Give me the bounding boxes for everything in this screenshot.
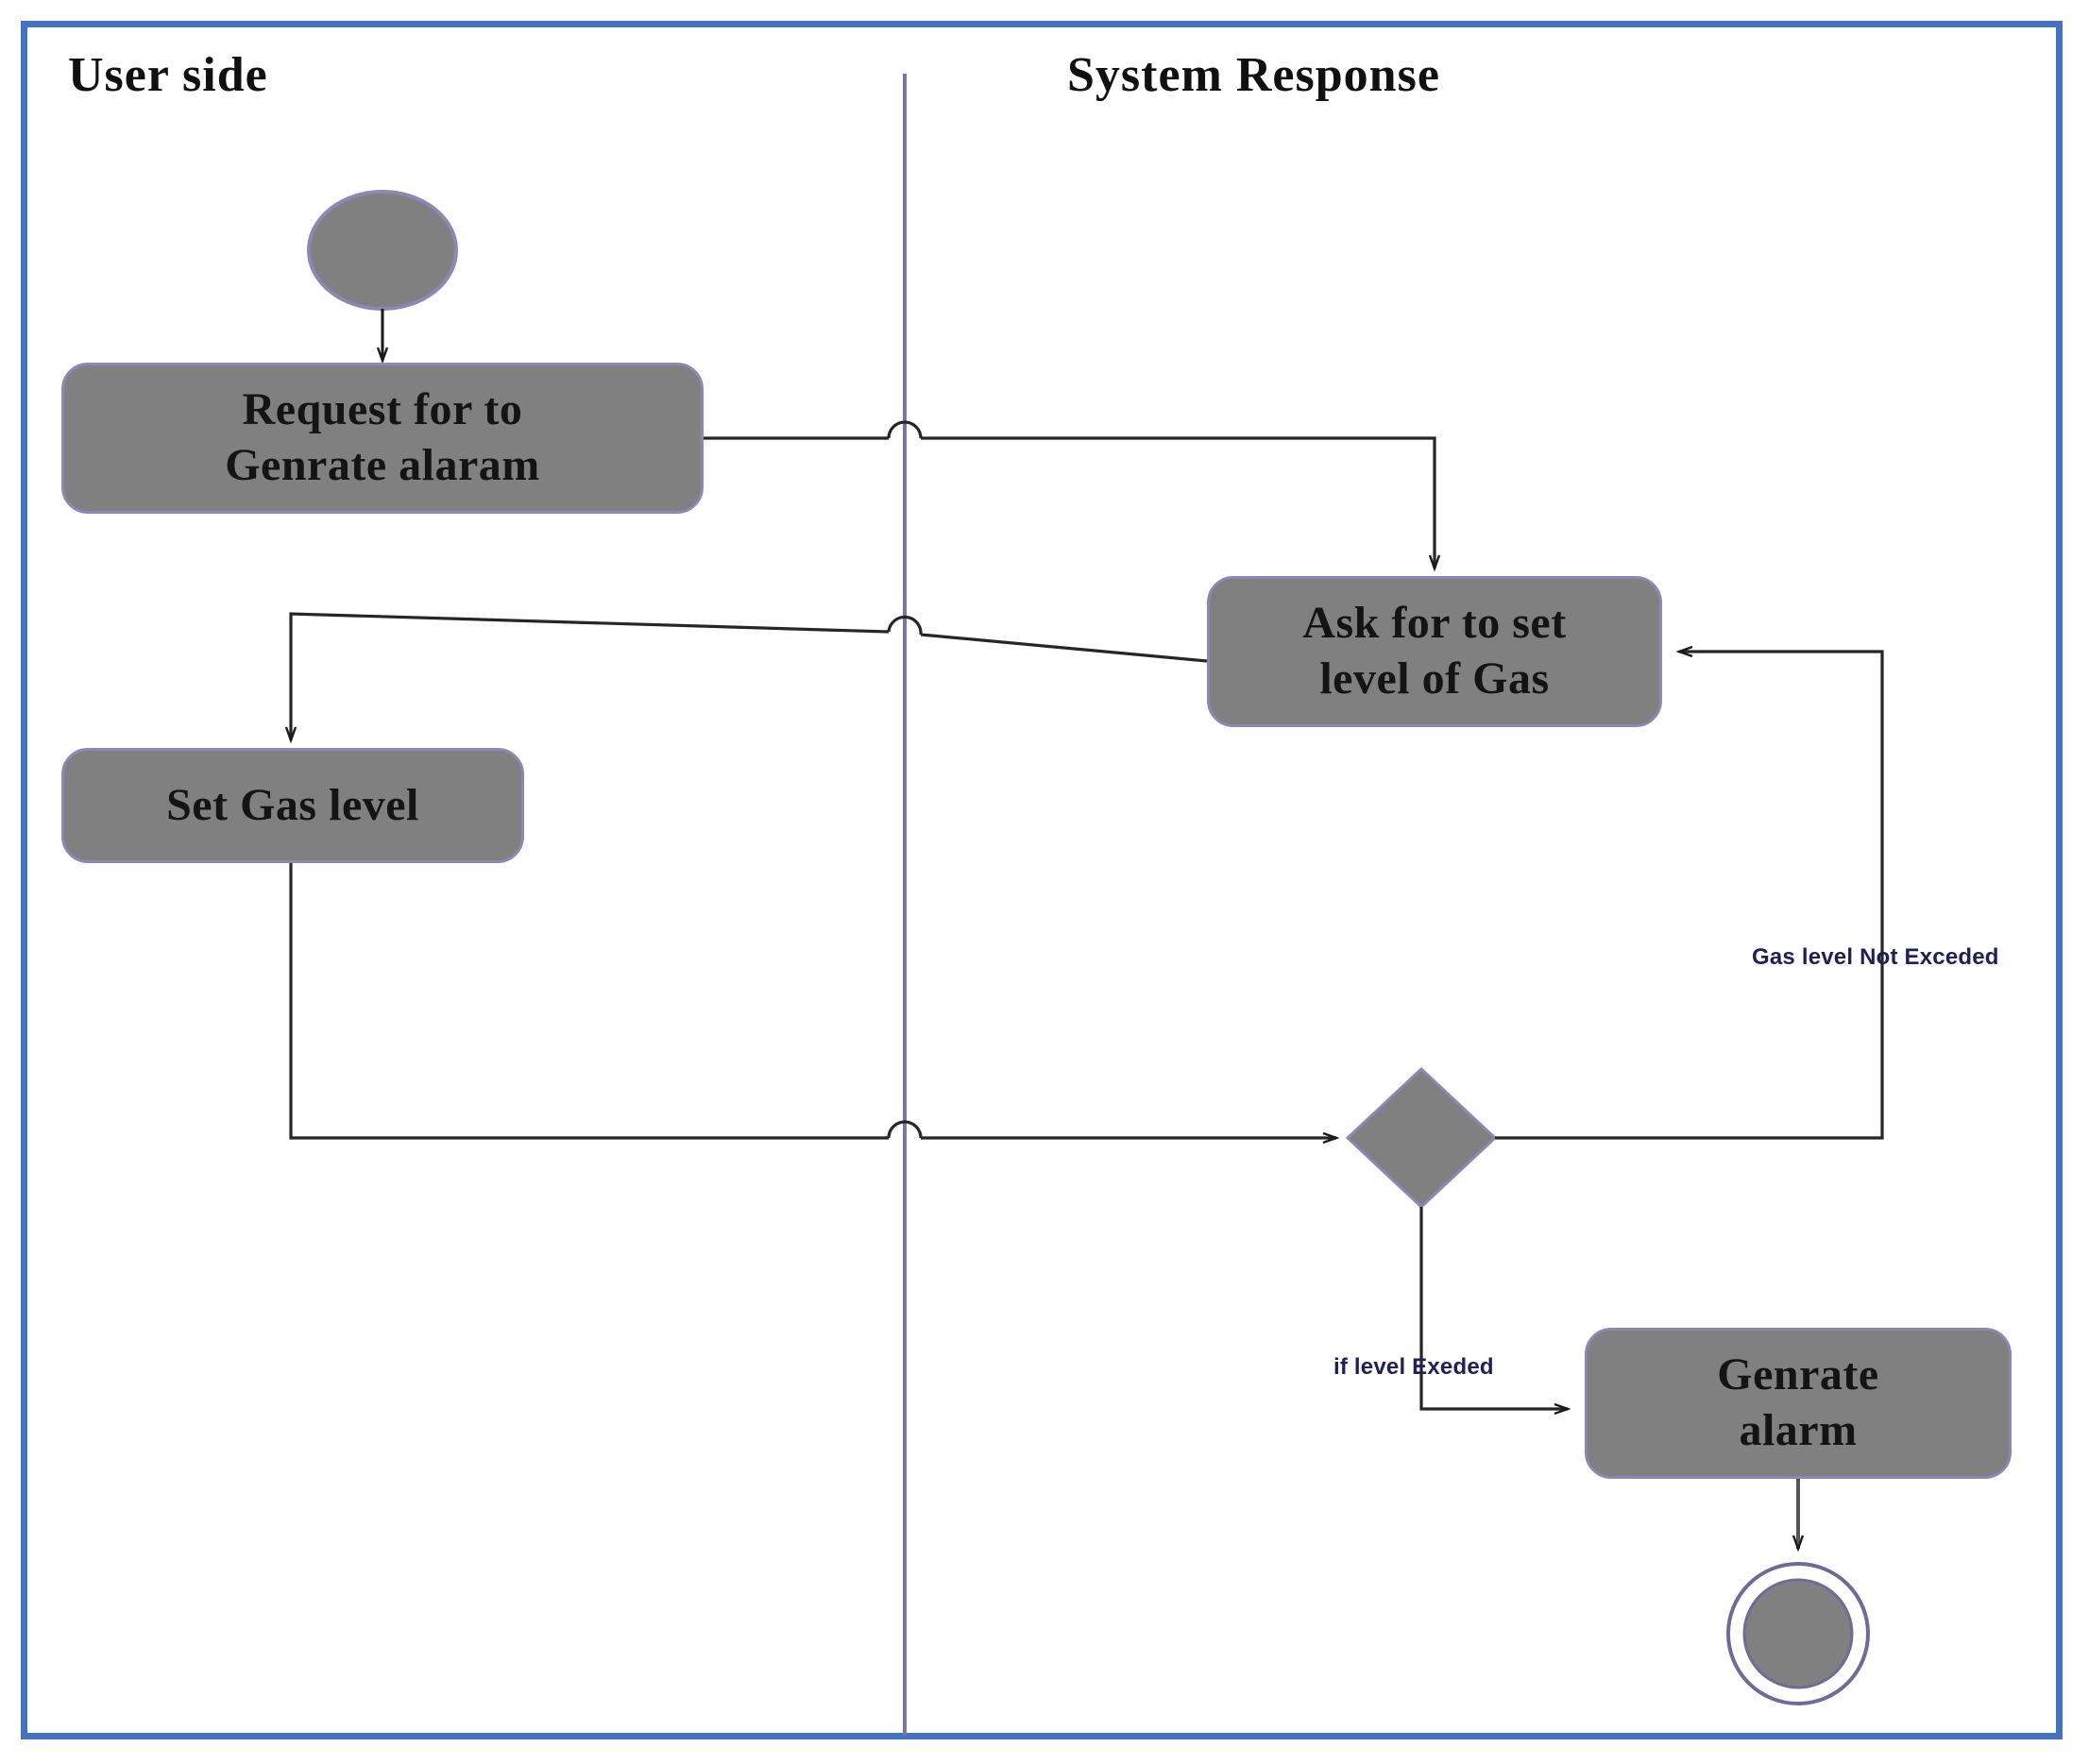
swimlane-title-user: User side	[68, 48, 268, 102]
activity-ask-line2: level of Gas	[1319, 653, 1550, 704]
activity-ask-line1: Ask for to set	[1302, 598, 1567, 649]
swimlane-title-system: System Response	[1067, 48, 1440, 102]
edge-label-if-level-exceeded: if level Exeded	[1333, 1354, 1494, 1380]
activity-set-gas-level[interactable]: Set Gas level	[61, 748, 524, 863]
activity-request-line1: Request for to	[242, 384, 523, 435]
edge-label-gas-level-not-exceeded: Gas level Not Exceded	[1752, 944, 1999, 970]
activity-request-line2: Genrate alaram	[225, 440, 540, 490]
activity-genalarm-line1: Genrate	[1717, 1349, 1879, 1400]
activity-setgas-line1: Set Gas level	[166, 779, 419, 830]
activity-setgas-label: Set Gas level	[147, 778, 438, 834]
diagram-frame	[21, 21, 2063, 1739]
activity-genalarm-line2: alarm	[1739, 1405, 1858, 1455]
